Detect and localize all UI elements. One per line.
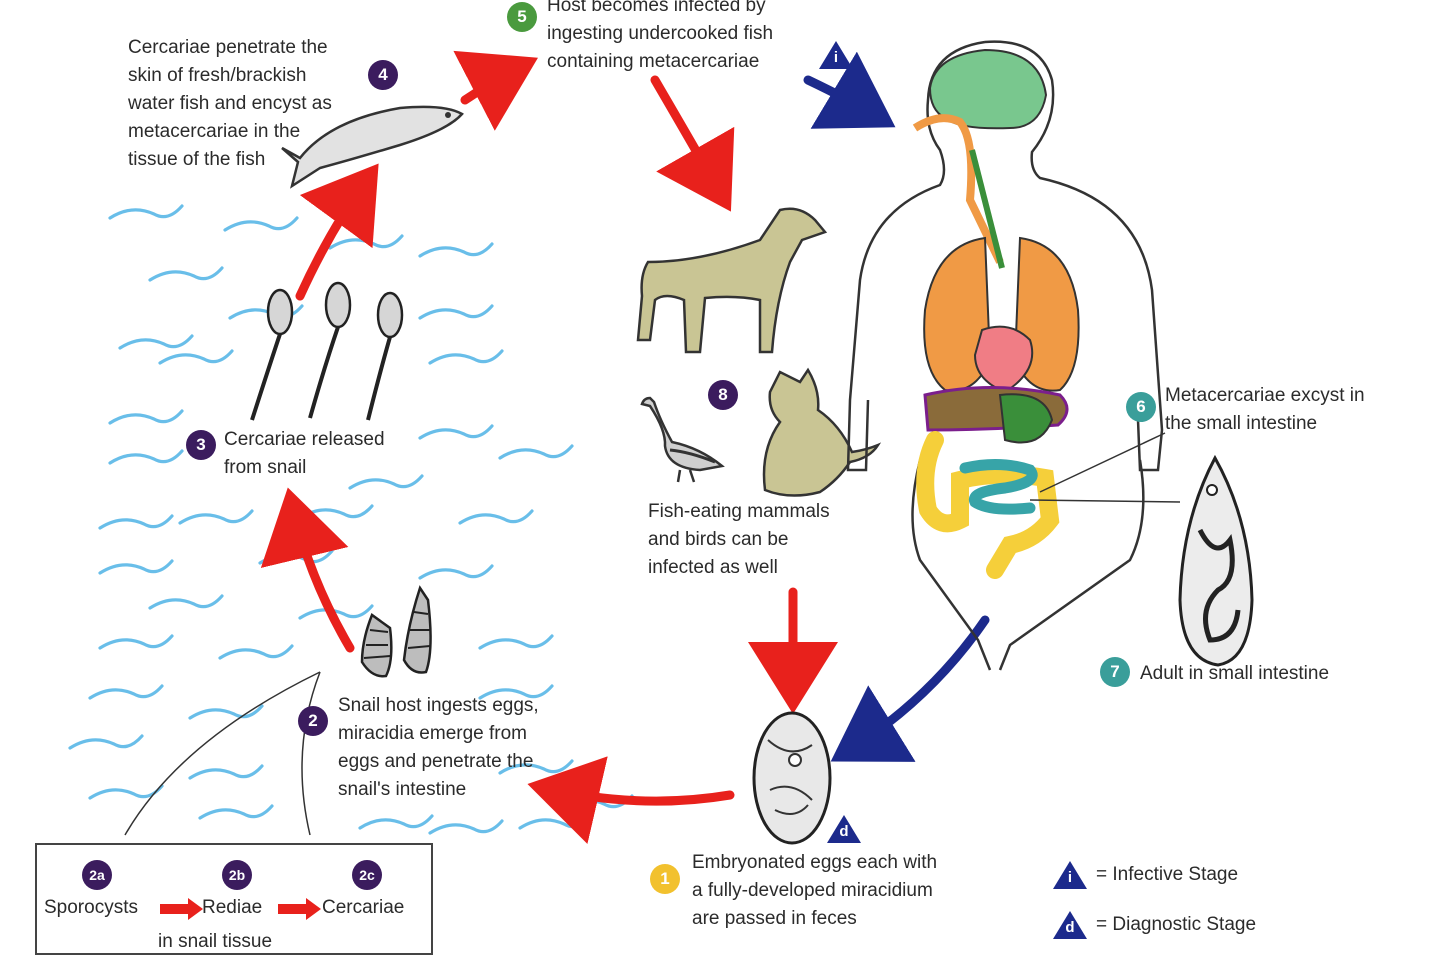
step-badge-7: 7	[1100, 657, 1130, 687]
step-text-3: Cercariae released from snail	[224, 429, 385, 478]
fish-icon	[281, 105, 464, 189]
step-badge-4: 4	[368, 60, 398, 90]
step-badge-6: 6	[1126, 392, 1156, 422]
pointer-lines	[124, 432, 1181, 836]
infective-stage-marker: i	[818, 40, 854, 70]
legend-infective-label: = Infective Stage	[1096, 864, 1239, 885]
stage-cercariae: Cercariae	[322, 897, 405, 918]
diagnostic-triangle-icon	[827, 815, 861, 843]
cercaria-icon	[250, 281, 404, 421]
arrow-egg-to-snail	[527, 756, 735, 845]
step-text-8: Fish-eating mammals and birds can be inf…	[648, 501, 830, 578]
arrow-ingestion	[803, 51, 896, 129]
step-text-6: Metacercariae excyst in the small intest…	[1165, 385, 1365, 434]
stage-sporocysts: Sporocysts	[44, 897, 138, 918]
arrow-rediae-to-cercariae	[278, 898, 321, 920]
infective-triangle-icon	[819, 41, 853, 69]
arrow-fish-to-host	[453, 50, 538, 131]
step-badge-2: 2	[298, 706, 328, 736]
snail-tissue-note: in snail tissue	[158, 931, 273, 952]
step-text-5: Host becomes infected by ingesting under…	[547, 0, 774, 72]
legend-infective-symbol: i	[1052, 860, 1088, 890]
bird-icon	[640, 396, 725, 483]
human-arrows	[803, 51, 990, 762]
step-text-7: Adult in small intestine	[1140, 663, 1330, 684]
arrow-cercariae-to-fish	[295, 163, 379, 301]
arrow-feces	[830, 615, 990, 762]
step-badge-1: 1	[650, 864, 680, 894]
cycle-arrows	[260, 50, 838, 845]
step-badge-2b: 2b	[222, 860, 252, 890]
dog-icon	[636, 207, 828, 354]
egg-icon	[752, 711, 832, 845]
human-body-icon	[846, 40, 1164, 671]
legend-diagnostic-symbol: d	[1052, 910, 1088, 940]
snail-icon	[360, 585, 432, 678]
legend-infective-triangle-icon	[1053, 861, 1087, 889]
cat-icon	[762, 367, 882, 497]
step-badge-3: 3	[186, 430, 216, 460]
step-text-1: Embryonated eggs each with a fully-devel…	[692, 852, 938, 929]
step-text-2: Snail host ingests eggs, miracidia emerg…	[338, 695, 539, 800]
step-badge-2c: 2c	[352, 860, 382, 890]
legend-diagnostic-label: = Diagnostic Stage	[1096, 914, 1257, 935]
step-badge-8: 8	[708, 380, 738, 410]
arrow-snail-to-cercariae	[260, 487, 355, 653]
arrow-host-to-animals	[650, 75, 735, 212]
stage-rediae: Rediae	[202, 897, 263, 918]
step-badge-2a: 2a	[82, 860, 112, 890]
step-text-4: Cercariae penetrate the skin of fresh/br…	[128, 37, 332, 170]
step-badge-5: 5	[507, 2, 537, 32]
adult-fluke-icon	[1178, 454, 1254, 667]
arrow-sporocysts-to-rediae	[160, 898, 203, 920]
diagnostic-stage-marker: d	[826, 814, 862, 844]
legend-diagnostic-triangle-icon	[1053, 911, 1087, 939]
